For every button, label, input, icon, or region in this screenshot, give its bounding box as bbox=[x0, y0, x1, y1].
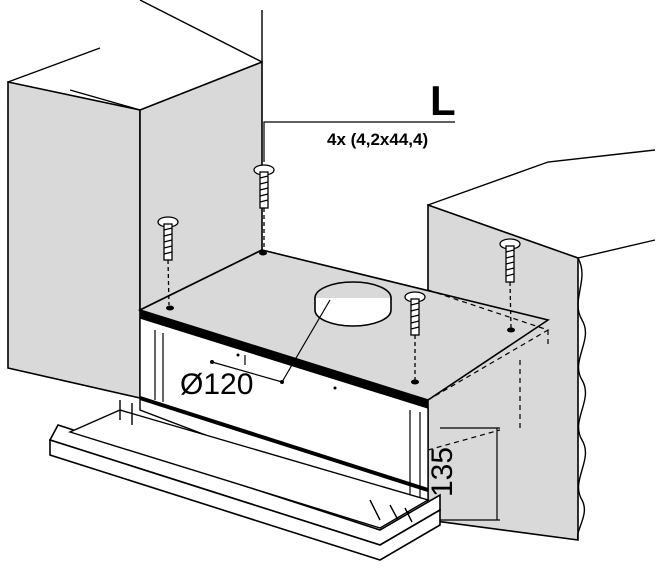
duct-collar-wall bbox=[314, 298, 392, 327]
screw-hole bbox=[411, 379, 419, 385]
duct-diameter-label: Ø120 bbox=[180, 368, 254, 401]
label-leader-line bbox=[263, 121, 455, 162]
dimension-dot bbox=[280, 380, 284, 384]
dimension-dot bbox=[236, 353, 240, 357]
height-dimension-label: 135 bbox=[426, 446, 460, 498]
visor-rails bbox=[119, 400, 413, 523]
visor-inner bbox=[68, 409, 430, 529]
screw-holes bbox=[166, 250, 515, 385]
hood-inner-left bbox=[154, 330, 164, 402]
left-cabinet-top-edge bbox=[7, 0, 263, 111]
screw-3 bbox=[404, 291, 426, 380]
screw-hole bbox=[259, 250, 267, 256]
visor-front bbox=[49, 438, 441, 561]
right-cabinet-wavy-edge bbox=[576, 257, 587, 541]
right-cabinet-side bbox=[427, 149, 656, 259]
part-letter-label: L bbox=[430, 77, 456, 124]
height-dimension-line bbox=[440, 427, 500, 521]
dimension-dot bbox=[333, 386, 337, 390]
left-cabinet-front bbox=[7, 81, 141, 400]
screw-4 bbox=[499, 238, 521, 329]
diameter-dimension-line bbox=[211, 299, 331, 383]
hood-lower-edge bbox=[139, 396, 429, 492]
screw-spec-label: 4x (4,2x44,4) bbox=[327, 130, 429, 149]
screw-hole bbox=[166, 305, 174, 311]
screw-2 bbox=[157, 216, 179, 306]
screw-hole bbox=[507, 327, 515, 333]
screw-1 bbox=[253, 164, 275, 250]
dimension-dot bbox=[210, 360, 214, 364]
hood-hidden-outline bbox=[427, 289, 550, 451]
hood-inner-right bbox=[409, 410, 421, 505]
